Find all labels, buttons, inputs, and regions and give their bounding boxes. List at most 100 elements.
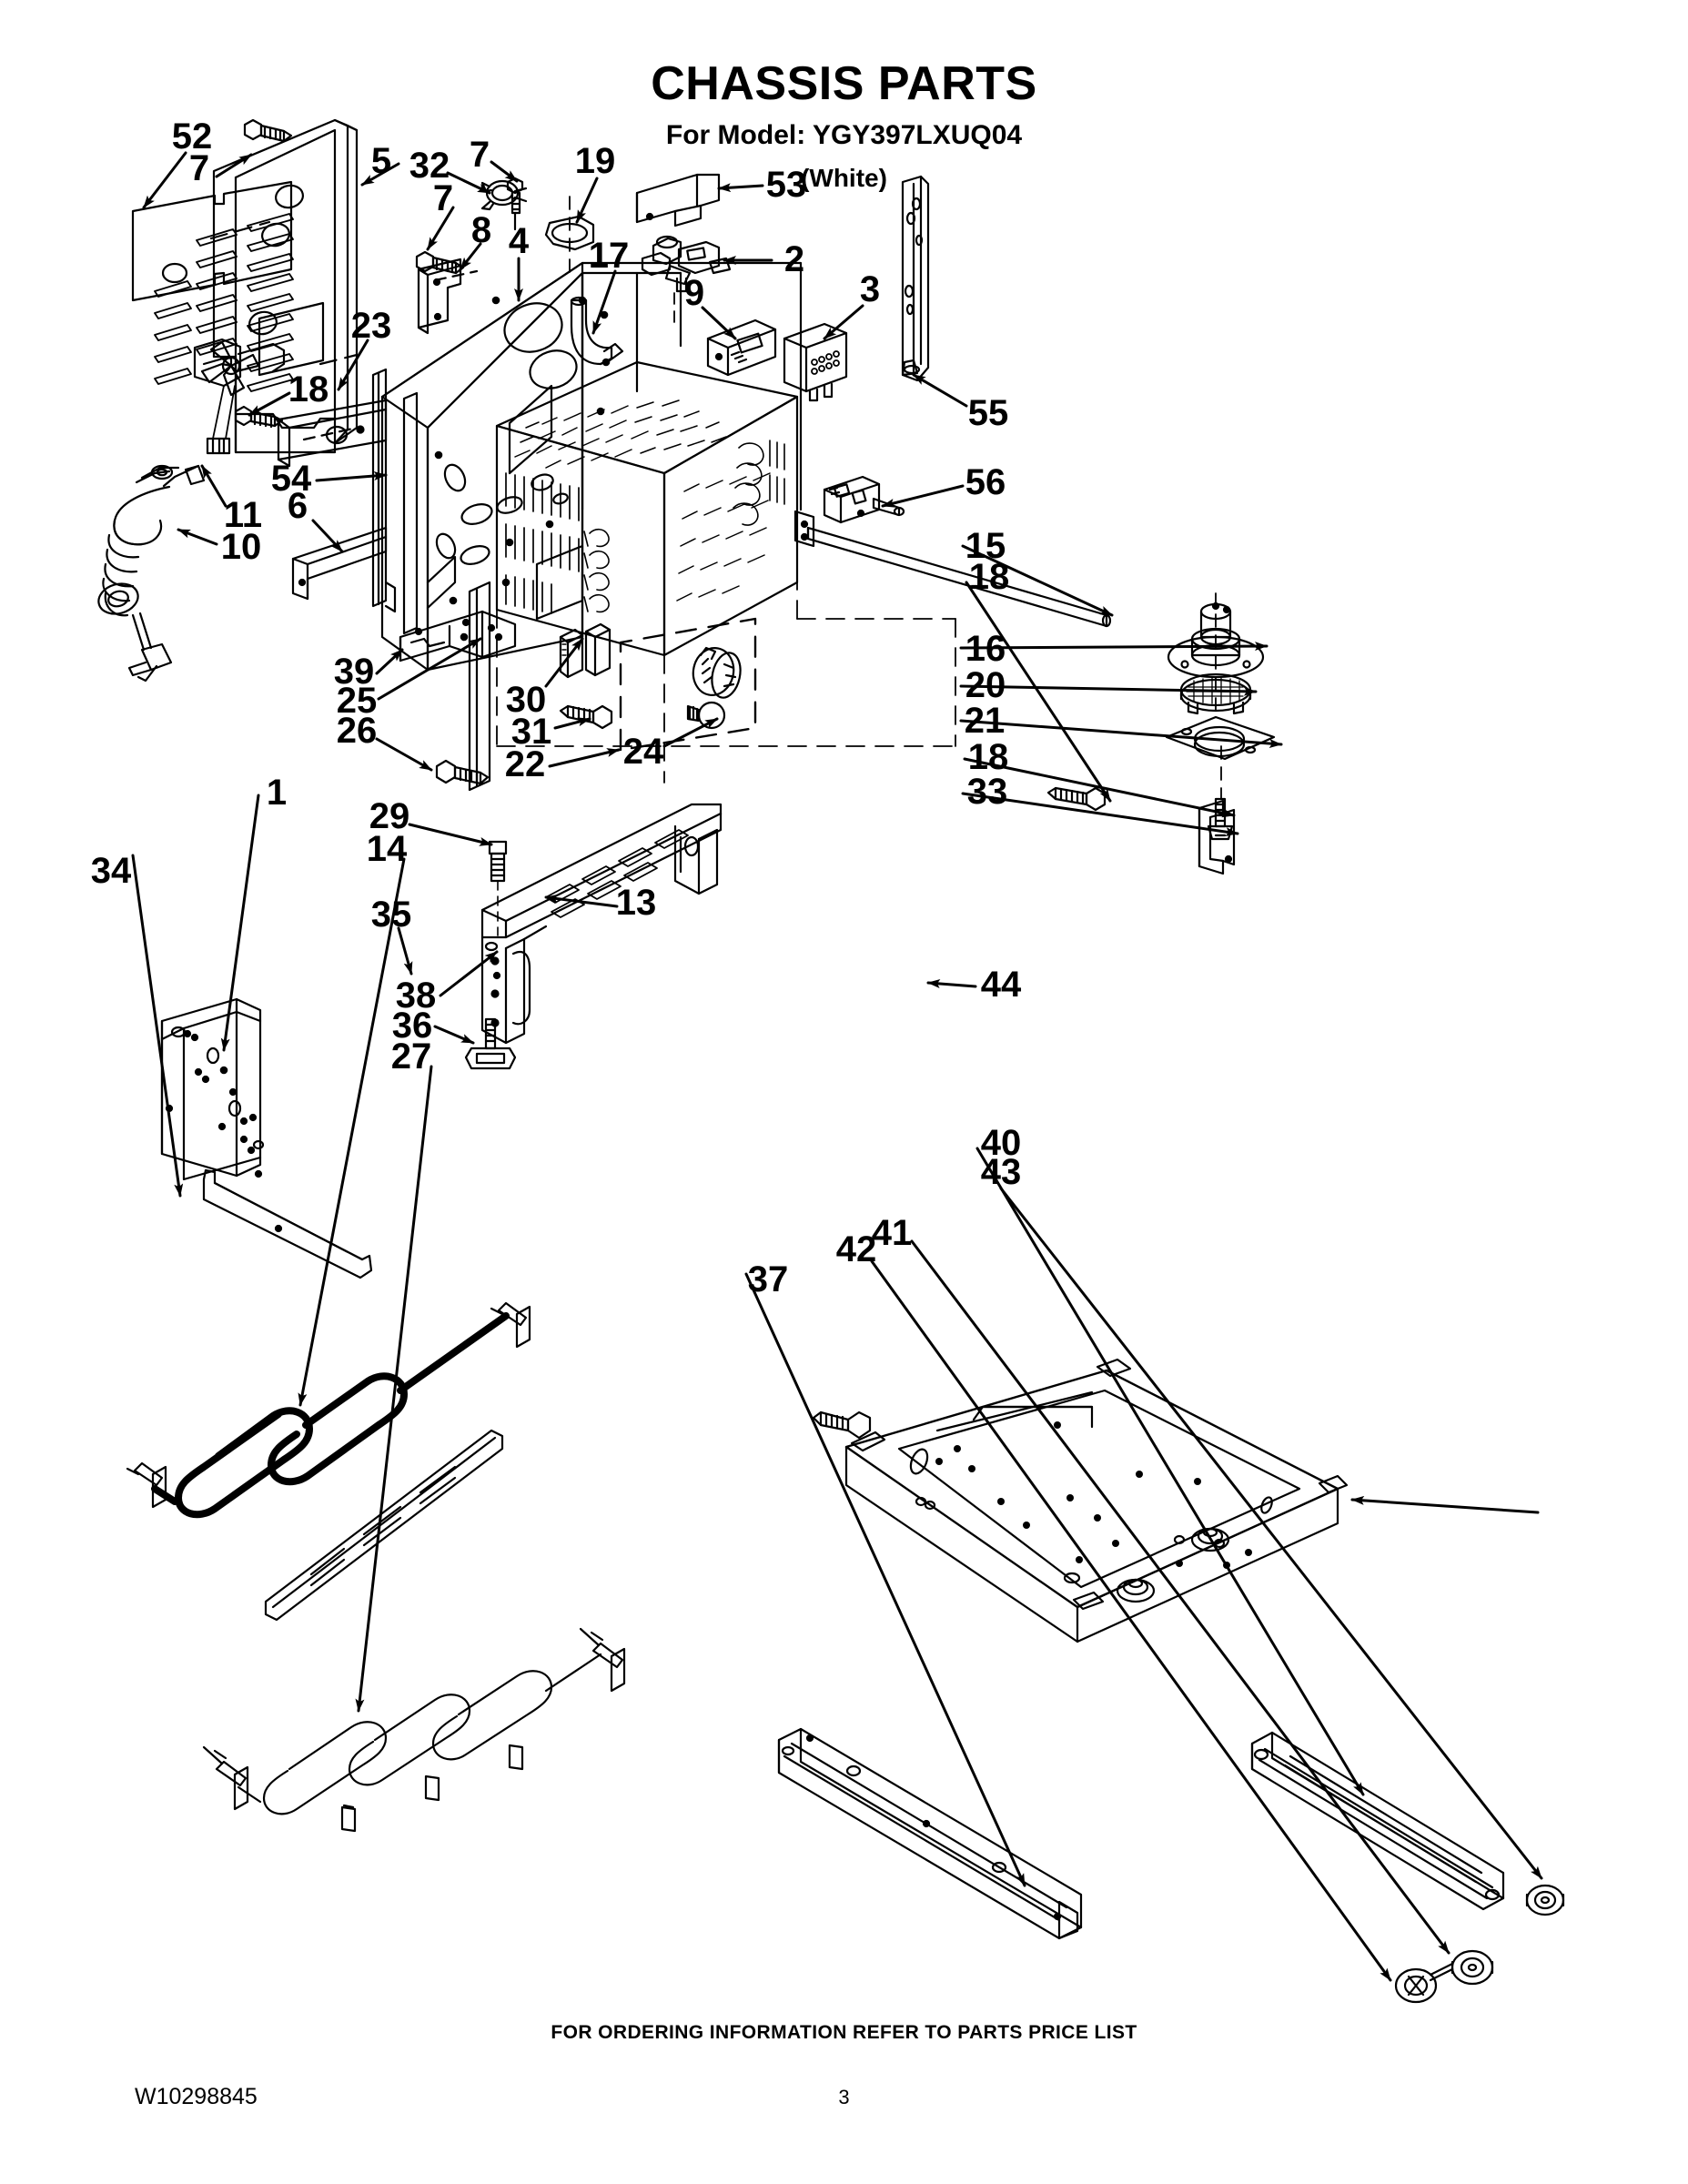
callout-blower-wheel: 20: [965, 665, 1006, 705]
part-40-drawer-slide: [1250, 1731, 1505, 1911]
leader-44: [1350, 1495, 1540, 1514]
callout-rear-panel: 5: [370, 141, 392, 181]
part-25-center-post: [468, 581, 491, 792]
callout-roller: 43: [980, 1152, 1022, 1192]
callout-leveling-leg: 36: [391, 1006, 433, 1046]
part-43-roller-upper: [1525, 1884, 1565, 1916]
callout-screw: 7: [432, 178, 454, 218]
part-36-leveling-leg: [464, 1017, 517, 1070]
callout-screw: 18: [967, 737, 1009, 777]
part-1-drawer-front-panel: [160, 997, 265, 1181]
part-14-element-terminals: [126, 1301, 531, 1509]
callout-blower-housing: 16: [965, 629, 1006, 669]
part-2-gas-valve: [641, 235, 732, 325]
callout-screw: 26: [336, 711, 378, 751]
callout-control-bracket: 9: [683, 273, 705, 313]
part-lower-rear-brace-left: [277, 399, 388, 468]
screw-31: [559, 704, 613, 730]
callout-lamp-assembly-ref: 22: [504, 744, 546, 784]
callout-gas-valve: 2: [783, 239, 805, 279]
group-24-oven-lamp: [619, 617, 757, 752]
callout-latch-block: 30: [505, 680, 547, 720]
callout-oven-lamp-group: 24: [622, 732, 664, 772]
callout-screw: 7: [469, 135, 490, 175]
callout-rear-access-cover: 52: [171, 116, 213, 157]
screw-29: [488, 840, 508, 936]
callout-front-frame-rail: 13: [615, 883, 657, 923]
footer-document-code: W10298845: [135, 2084, 258, 2109]
part-56-igniter-switch: [823, 475, 905, 524]
callout-wire-connector: 11: [223, 495, 263, 535]
screw-18-right-upper: [1046, 786, 1107, 812]
part-35-side-rail: [264, 1429, 504, 1622]
callout-bracket: 8: [470, 210, 492, 250]
callout-vent-duct-cover: 53: [765, 165, 807, 205]
part-41-roller-lower: [1450, 1949, 1494, 1986]
part-38-hinge-bracket-detail: [492, 971, 501, 980]
screw-13: [812, 1410, 872, 1440]
part-44-base-pan: [844, 1358, 1349, 1643]
callout-cord-clamp: 32: [409, 146, 450, 186]
callout-screw: 18: [288, 369, 329, 410]
callout-base-pan: 44: [980, 965, 1022, 1005]
callout-screw: 18: [968, 557, 1010, 597]
part-lamp-socket: [692, 646, 742, 699]
callout-side-panel-left: 4: [508, 221, 530, 261]
part-15-support-rod: [793, 510, 1112, 628]
color-variant-label: (White): [801, 164, 887, 192]
callout-vertical-rail: 55: [967, 393, 1009, 433]
callout-support-clip: 33: [966, 772, 1008, 812]
part-37-drawer-side-rail: [777, 1727, 1083, 1940]
callout-bottom-bracket: 39: [333, 652, 375, 692]
callout-transformer: 3: [859, 269, 881, 309]
callout-side-panel-right: 54: [270, 459, 312, 499]
part-55-vertical-rail: [901, 175, 930, 382]
part-10-power-cord: [97, 464, 206, 682]
callout-flue-tube: 17: [588, 236, 630, 276]
callout-screw: 31: [510, 712, 552, 752]
part-27-broil-element: [202, 1627, 626, 1833]
callout-side-rail: 35: [370, 895, 412, 935]
callout-bake-element: 14: [366, 829, 408, 869]
callout-mounting-plate: 21: [964, 701, 1006, 741]
part-34-toe-trim: [202, 1168, 373, 1279]
callout-roller: 41: [871, 1213, 913, 1253]
part-17-flue-tube: [570, 296, 624, 366]
callout-roller-pin: 42: [835, 1229, 877, 1269]
callout-toe-trim: 34: [90, 851, 132, 891]
callout-drawer-side-rail: 37: [747, 1259, 789, 1299]
callout-drawer-slide: 40: [980, 1123, 1022, 1163]
callout-hinge-bracket: 38: [395, 976, 437, 1016]
callout-drawer-front-panel: 1: [266, 773, 288, 813]
callout-power-cord: 10: [220, 527, 262, 567]
part-21-mounting-plate: [1165, 592, 1276, 800]
page-title: CHASSIS PARTS: [651, 57, 1037, 110]
screw-7-top: [243, 118, 293, 143]
leader-lines: [131, 151, 1543, 1982]
part-30-latch-blocks: [559, 622, 612, 679]
screw-18-left: [234, 405, 284, 429]
part-42-roller-pin: [1394, 1962, 1454, 2004]
part-54-panel-edge: [402, 391, 419, 635]
part-9-control-bracket: [706, 318, 777, 377]
part-53-vent-duct-cover: [635, 173, 721, 228]
callout-vent-gasket: 19: [574, 141, 616, 181]
part-6-front-frame-brace: [291, 526, 388, 601]
callout-front-frame-brace: 6: [287, 486, 308, 526]
screw-26: [435, 759, 490, 785]
callout-screw: 7: [188, 148, 210, 188]
callout-screw: 29: [369, 796, 410, 836]
callout-support-rod: 15: [965, 526, 1006, 566]
part-3-transformer: [783, 322, 848, 402]
callout-corner-trim: 23: [350, 306, 392, 346]
part-convection-fan-motor: [193, 338, 286, 455]
footer-page-number: 3: [838, 2086, 850, 2108]
model-subtitle: For Model: YGY397LXUQ04: [665, 120, 1023, 150]
callout-igniter-switch: 56: [965, 462, 1006, 502]
callout-broil-element: 27: [390, 1036, 432, 1077]
screw-7-mid: [415, 250, 465, 275]
part-19-vent-gasket: [544, 196, 595, 274]
part-23-corner-trim: [371, 368, 397, 613]
part-oven-cavity: [495, 360, 956, 784]
